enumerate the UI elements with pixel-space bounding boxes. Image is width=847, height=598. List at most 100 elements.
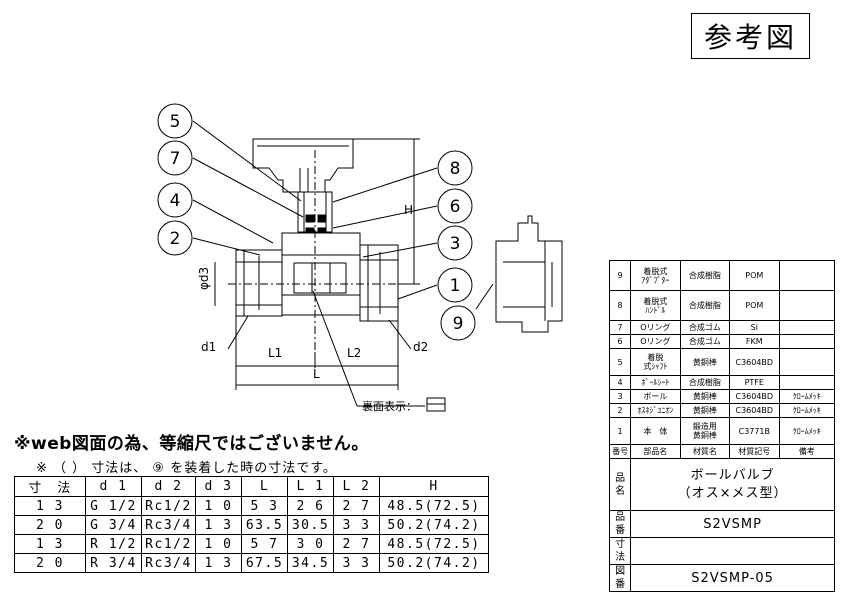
table-cell <box>778 348 835 376</box>
table-cell: 7 <box>608 320 632 335</box>
table-cell: 本 体 <box>630 417 681 445</box>
table-cell: 8 <box>608 290 632 321</box>
table-cell: 63.5 <box>241 515 288 535</box>
table-cell: 48.5(72.5) <box>379 496 489 516</box>
table-cell: ボール <box>630 389 681 404</box>
table-cell: ｵｽﾈｼﾞﾕﾆｵﾝ <box>630 403 681 418</box>
table-cell: 品 名 <box>608 458 632 511</box>
table-cell: 黄銅棒 <box>679 389 731 404</box>
table-cell: ﾎﾞｰﾙｼｰﾄ <box>630 375 681 390</box>
table-cell: C3771B <box>729 417 780 445</box>
table-cell: ｸﾛｰﾑﾒｯｷ <box>778 403 835 418</box>
table-cell: L 1 <box>287 476 334 497</box>
table-cell: 寸 法 <box>608 537 632 565</box>
table-cell: S2VSMP <box>630 510 835 538</box>
table-cell: 1 3 <box>195 515 242 535</box>
table-cell: 1 3 <box>14 496 86 516</box>
table-cell: 67.5 <box>241 553 288 573</box>
size-row: 寸 法 <box>608 537 835 565</box>
table-cell: L 2 <box>333 476 380 497</box>
table-cell: FKM <box>729 334 780 349</box>
dim-l-label: L <box>313 367 320 381</box>
table-cell: 3 3 <box>333 553 380 573</box>
table-cell: 30.5 <box>287 515 334 535</box>
table-cell: ｸﾛｰﾑﾒｯｷ <box>778 389 835 404</box>
table-cell: 1 3 <box>14 534 86 554</box>
parts-header-row: 番号 部品名 材質名 材質記号 備考 <box>608 444 835 459</box>
table-cell: Oリング <box>630 320 681 335</box>
table-cell: POM <box>729 290 780 321</box>
dim-l2-label: L2 <box>347 346 361 360</box>
callout-6: 6 <box>450 197 461 217</box>
table-cell: POM <box>729 260 780 291</box>
table-cell: 2 0 <box>14 515 86 535</box>
table-cell: 合成ゴム <box>679 320 731 335</box>
dim-d1-label: d1 <box>201 340 216 354</box>
table-cell: 材質名 <box>679 444 731 459</box>
table-cell <box>630 537 835 565</box>
part-number-row: 品 番 S2VSMP <box>608 510 835 538</box>
table-cell: d 1 <box>85 476 142 497</box>
callout-2: 2 <box>170 229 181 249</box>
table-cell: ボールバルブ （オス×メス型） <box>630 458 835 511</box>
table-cell: 2 <box>608 403 632 418</box>
table-cell: 合成ゴム <box>679 334 731 349</box>
table-cell <box>778 260 835 291</box>
table-cell: 3 0 <box>287 534 334 554</box>
table-cell: PTFE <box>729 375 780 390</box>
table-cell: 1 0 <box>195 534 242 554</box>
product-name-row: 品 名 ボールバルブ （オス×メス型） <box>608 458 835 511</box>
table-cell: G 3/4 <box>85 515 142 535</box>
table-cell: 50.2(74.2) <box>379 515 489 535</box>
parenthesis-note: ※ （ ） 寸法は、 ⑨ を装着した時の寸法です。 <box>36 461 337 476</box>
table-cell: Oリング <box>630 334 681 349</box>
table-cell: 合成樹脂 <box>679 290 731 321</box>
table-cell: 2 7 <box>333 496 380 516</box>
table-cell: 合成樹脂 <box>679 375 731 390</box>
callout-9: 9 <box>453 314 464 334</box>
table-cell: S2VSMP-05 <box>630 564 835 592</box>
table-cell: G 1/2 <box>85 496 142 516</box>
table-cell: ｸﾛｰﾑﾒｯｷ <box>778 417 835 445</box>
dim-l1-label: L1 <box>268 346 282 360</box>
table-cell: 1 0 <box>195 496 242 516</box>
callout-4: 4 <box>170 191 181 211</box>
table-cell: 9 <box>608 260 632 291</box>
table-cell: 黄銅棒 <box>679 348 731 376</box>
table-cell: 34.5 <box>287 553 334 573</box>
back-mark-label: 裏面表示： <box>362 399 417 413</box>
table-cell: d 2 <box>141 476 196 497</box>
table-cell: 3 <box>608 389 632 404</box>
table-cell: R 1/2 <box>85 534 142 554</box>
reference-drawing-label: 参考図 <box>691 13 810 59</box>
callout-7: 7 <box>170 149 181 169</box>
table-cell: C3604BD <box>729 389 780 404</box>
table-cell: 寸 法 <box>14 476 86 497</box>
valve-drawing: 5 7 4 2 8 6 3 1 9 H φd3 d1 L1 L2 L d2 裏面… <box>157 103 563 413</box>
table-cell: 1 <box>608 417 632 445</box>
table-cell: 品 番 <box>608 510 632 538</box>
table-cell: Si <box>729 320 780 335</box>
table-cell: Rc1/2 <box>141 534 196 554</box>
dim-d3-label: φd3 <box>197 267 211 290</box>
callout-5: 5 <box>170 112 181 132</box>
table-cell: Rc3/4 <box>141 515 196 535</box>
table-cell: 2 6 <box>287 496 334 516</box>
table-cell: 合成樹脂 <box>679 260 731 291</box>
table-cell: 備考 <box>778 444 835 459</box>
table-cell: L <box>241 476 288 497</box>
table-cell: Rc1/2 <box>141 496 196 516</box>
table-cell: 6 <box>608 334 632 349</box>
table-header-row: 寸 法 d 1 d 2 d 3 L L 1 L 2 H <box>14 476 489 497</box>
table-cell: 1 3 <box>195 553 242 573</box>
table-cell: 材質記号 <box>729 444 780 459</box>
